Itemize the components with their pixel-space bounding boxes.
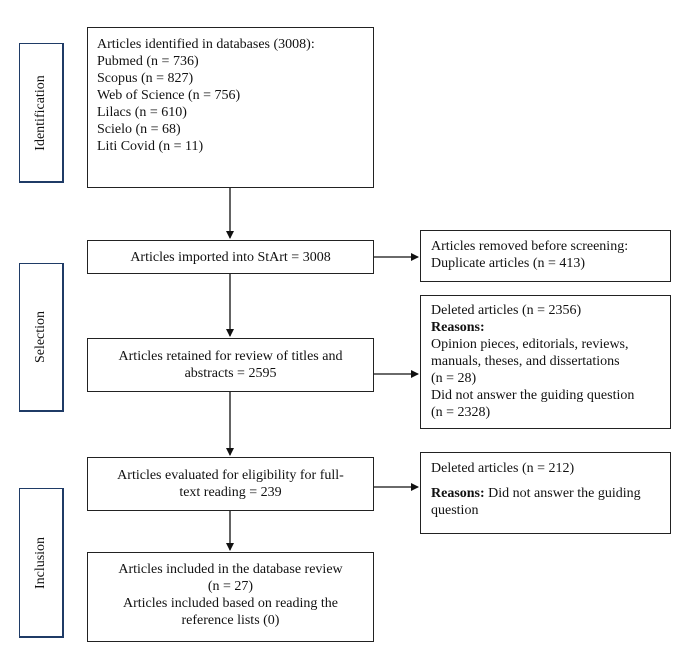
deleted2-reasons-label: Reasons: xyxy=(431,486,485,501)
imported-articles-box: Articles imported into StArt = 3008 xyxy=(87,240,374,274)
phase-selection: Selection xyxy=(19,263,64,412)
eligibility-line-2: text reading = 239 xyxy=(179,485,282,500)
deleted-articles-box-2: Deleted articles (n = 212) Reasons: Did … xyxy=(420,452,671,534)
deleted2-reasons-text: Did not answer the guiding xyxy=(484,486,641,501)
deleted1-line-4: Did not answer the guiding question xyxy=(431,388,635,403)
identified-heading: Articles identified in databases (3008): xyxy=(97,37,315,52)
identified-articles-box: Articles identified in databases (3008):… xyxy=(87,27,374,188)
eligibility-line-1: Articles evaluated for eligibility for f… xyxy=(117,468,344,483)
deleted2-reasons: Reasons: Did not answer the guiding xyxy=(431,485,670,502)
deleted2-reasons-text-2: question xyxy=(431,503,479,518)
retained-articles-box: Articles retained for review of titles a… xyxy=(87,338,374,392)
included-line-2: (n = 27) xyxy=(207,579,254,594)
deleted1-line-5: (n = 2328) xyxy=(431,405,491,420)
included-line-4: reference lists (0) xyxy=(181,613,280,628)
retained-line-2: abstracts = 2595 xyxy=(184,366,277,381)
imported-text: Articles imported into StArt = 3008 xyxy=(130,250,331,265)
deleted1-line-2: manuals, theses, and dissertations xyxy=(431,354,620,369)
source-scielo: Scielo (n = 68) xyxy=(97,122,181,137)
deleted1-line-3: (n = 28) xyxy=(431,371,477,386)
phase-inclusion: Inclusion xyxy=(19,488,64,638)
included-line-1: Articles included in the database review xyxy=(118,562,343,577)
phase-identification: Identification xyxy=(19,43,64,183)
source-lilacs: Lilacs (n = 610) xyxy=(97,105,187,120)
source-pubmed: Pubmed (n = 736) xyxy=(97,54,199,69)
retained-line-1: Articles retained for review of titles a… xyxy=(118,349,343,364)
removed-line-1: Articles removed before screening: xyxy=(431,239,629,254)
deleted-articles-box-1: Deleted articles (n = 2356) Reasons: Opi… xyxy=(420,295,671,429)
included-articles-box: Articles included in the database review… xyxy=(87,552,374,642)
removed-line-2: Duplicate articles (n = 413) xyxy=(431,256,586,271)
deleted1-reasons-label: Reasons: xyxy=(431,320,485,335)
source-scopus: Scopus (n = 827) xyxy=(97,71,194,86)
deleted2-heading: Deleted articles (n = 212) xyxy=(431,461,575,476)
deleted1-line-1: Opinion pieces, editorials, reviews, xyxy=(431,337,629,352)
included-line-3: Articles included based on reading the xyxy=(123,596,338,611)
source-liti-covid: Liti Covid (n = 11) xyxy=(97,139,204,154)
removed-articles-box: Articles removed before screening: Dupli… xyxy=(420,230,671,282)
deleted1-heading: Deleted articles (n = 2356) xyxy=(431,303,582,318)
source-web-of-science: Web of Science (n = 756) xyxy=(97,88,241,103)
eligibility-articles-box: Articles evaluated for eligibility for f… xyxy=(87,457,374,511)
